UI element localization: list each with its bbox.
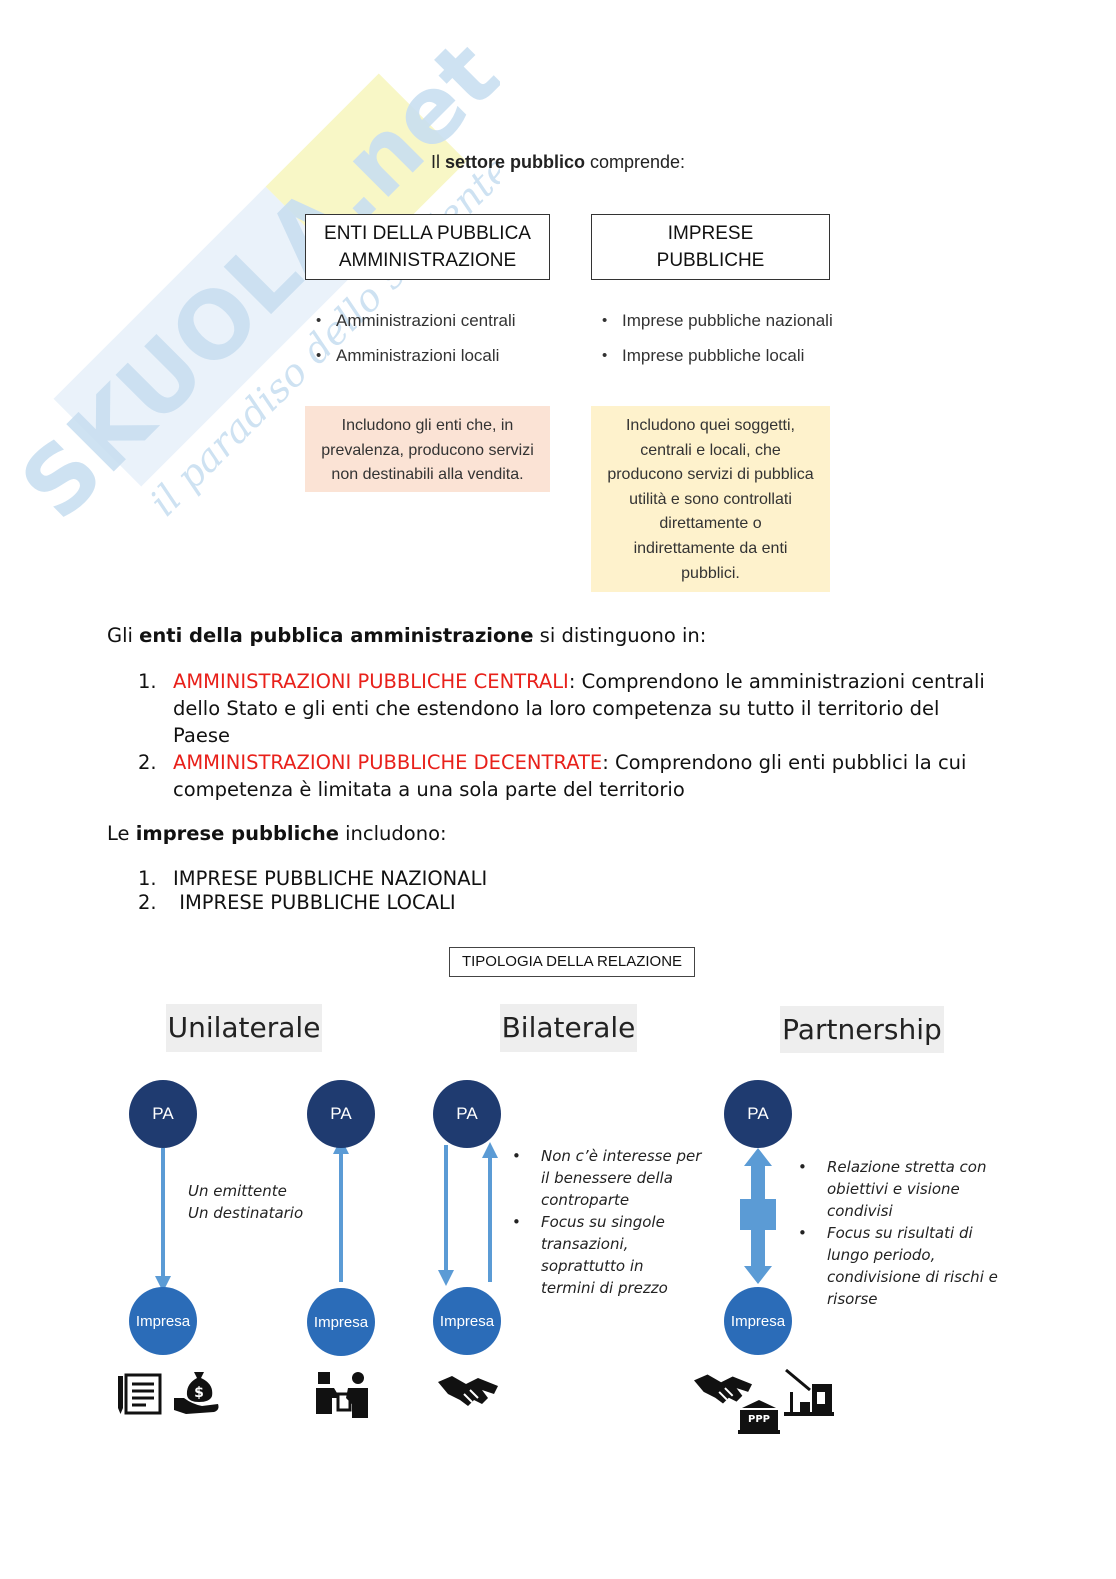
enti-list: Amministrazioni centrali Amministrazioni… bbox=[316, 310, 556, 380]
impresa-circle: Impresa bbox=[129, 1287, 197, 1355]
intro-bold: settore pubblico bbox=[444, 152, 585, 172]
person-exchange-icon bbox=[316, 1372, 368, 1418]
enti-pa-box: ENTI DELLA PUBBLICA AMMINISTRAZIONE bbox=[305, 214, 550, 280]
imprese-note: Includono quei soggetti, centrali e loca… bbox=[591, 406, 830, 592]
note-line: Un destinatario bbox=[188, 1204, 304, 1222]
enti-box-line1: ENTI DELLA PUBBLICA bbox=[324, 223, 531, 244]
list-item: 2. IMPRESE PUBBLICHE LOCALI bbox=[138, 891, 998, 915]
money-bag-hand-icon: $ bbox=[174, 1372, 219, 1414]
ppp-label: PPP bbox=[748, 1414, 770, 1425]
list-item: 2. AMMINISTRAZIONI PUBBLICHE DECENTRATE: … bbox=[138, 749, 998, 803]
section1-pre: Gli bbox=[107, 624, 140, 647]
svg-text:$: $ bbox=[194, 1385, 204, 1401]
list-item: 1. IMPRESE PUBBLICHE NAZIONALI bbox=[138, 867, 998, 891]
list-item: Focus su risultati di lungo periodo, con… bbox=[798, 1222, 998, 1310]
intro-pre: Il bbox=[430, 152, 445, 172]
list-text: : Comprendono le amministrazioni central… bbox=[173, 670, 985, 747]
section2-bold: imprese pubbliche bbox=[135, 822, 339, 845]
handshake-icon bbox=[438, 1376, 498, 1406]
section2-list: 1. IMPRESE PUBBLICHE NAZIONALI 2. IMPRESE… bbox=[138, 867, 998, 915]
note-line: direttamente o bbox=[659, 515, 762, 533]
note-line: non destinabili alla vendita. bbox=[331, 466, 524, 484]
note-line: Includono quei soggetti, bbox=[625, 417, 795, 434]
red-term: AMMINISTRAZIONI PUBBLICHE CENTRALI bbox=[173, 670, 569, 693]
ppp-building-icon: PPP bbox=[738, 1398, 780, 1434]
intro-line: Il settore pubblico comprende: bbox=[0, 152, 1116, 173]
category-bilaterale: Bilaterale bbox=[500, 1004, 637, 1052]
list-item: 1. AMMINISTRAZIONI PUBBLICHE CENTRALI: Co… bbox=[138, 668, 998, 749]
list-text: IMPRESE PUBBLICHE NAZIONALI bbox=[173, 867, 488, 890]
enti-note: Includono gli enti che, in prevalenza, p… bbox=[305, 406, 550, 492]
section1-list: 1.AMMINISTRAZIONI PUBBLICHE CENTRALI: Co… bbox=[138, 668, 998, 803]
list-number: 2. bbox=[138, 751, 157, 774]
list-item: Focus su singole transazioni, soprattutt… bbox=[512, 1211, 702, 1299]
note-line: Includono gli enti che, in bbox=[341, 417, 514, 434]
handshake-icon bbox=[694, 1374, 752, 1404]
diagram-title: TIPOLOGIA DELLA RELAZIONE bbox=[449, 947, 695, 977]
list-item: Amministrazioni locali bbox=[316, 345, 556, 380]
note-line: producono servizi di pubblica bbox=[607, 466, 814, 484]
list-text: : Comprendono gli enti pubblici la cui c… bbox=[173, 751, 967, 801]
list-number: 1. bbox=[138, 867, 157, 890]
section1-heading: Gli enti della pubblica amministrazione … bbox=[107, 624, 706, 647]
section1-bold: enti della pubblica amministrazione bbox=[139, 624, 534, 647]
pa-circle: PA bbox=[724, 1080, 792, 1148]
note-line: pubblici. bbox=[681, 564, 740, 582]
imprese-box-line2: PUBBLICHE bbox=[656, 250, 765, 271]
enti-box-line2: AMMINISTRAZIONE bbox=[338, 250, 517, 271]
list-item: Imprese pubbliche locali bbox=[602, 345, 842, 380]
note-line: prevalenza, producono servizi bbox=[321, 441, 534, 459]
list-item: Imprese pubbliche nazionali bbox=[602, 310, 842, 345]
factory-barrier-icon bbox=[784, 1368, 834, 1416]
intro-post: comprende: bbox=[584, 152, 686, 172]
category-unilaterale: Unilaterale bbox=[166, 1004, 322, 1052]
bilateral-points: Non c’è interesse per il benessere della… bbox=[512, 1145, 702, 1299]
red-term: AMMINISTRAZIONI PUBBLICHE DECENTRATE bbox=[173, 751, 603, 774]
impresa-circle: Impresa bbox=[724, 1287, 792, 1355]
pa-circle: PA bbox=[129, 1080, 197, 1148]
impresa-circle: Impresa bbox=[433, 1287, 501, 1355]
note-line: indirettamente da enti bbox=[633, 539, 788, 557]
list-number: 2. bbox=[138, 891, 157, 914]
list-number: 1. bbox=[138, 670, 157, 693]
list-item: Non c’è interesse per il benessere della… bbox=[512, 1145, 702, 1211]
document-pen-icon bbox=[118, 1373, 162, 1415]
section1-post: si distinguono in: bbox=[533, 624, 707, 647]
section2-heading: Le imprese pubbliche includono: bbox=[107, 822, 447, 845]
imprese-box-line1: IMPRESE bbox=[667, 223, 754, 244]
list-text: IMPRESE PUBBLICHE LOCALI bbox=[173, 891, 456, 914]
note-line: Un emittente bbox=[188, 1182, 287, 1200]
section2-pre: Le bbox=[107, 822, 136, 845]
section2-post: includono: bbox=[338, 822, 447, 845]
partnership-double-arrow bbox=[740, 1148, 776, 1284]
partnership-points: Relazione stretta con obiettivi e vision… bbox=[798, 1156, 998, 1310]
impresa-circle: Impresa bbox=[307, 1288, 375, 1356]
imprese-pubbliche-box: IMPRESE PUBBLICHE bbox=[591, 214, 830, 280]
imprese-list: Imprese pubbliche nazionali Imprese pubb… bbox=[602, 310, 842, 380]
note-line: utilità e sono controllati bbox=[629, 490, 792, 508]
note-line: centrali e locali, che bbox=[640, 441, 781, 459]
pa-circle: PA bbox=[307, 1080, 375, 1148]
list-item: Amministrazioni centrali bbox=[316, 310, 556, 345]
category-partnership: Partnership bbox=[780, 1006, 944, 1053]
unilateral-note: Un emittente Un destinatario bbox=[188, 1180, 303, 1224]
pa-circle: PA bbox=[433, 1080, 501, 1148]
list-item: Relazione stretta con obiettivi e vision… bbox=[798, 1156, 998, 1222]
